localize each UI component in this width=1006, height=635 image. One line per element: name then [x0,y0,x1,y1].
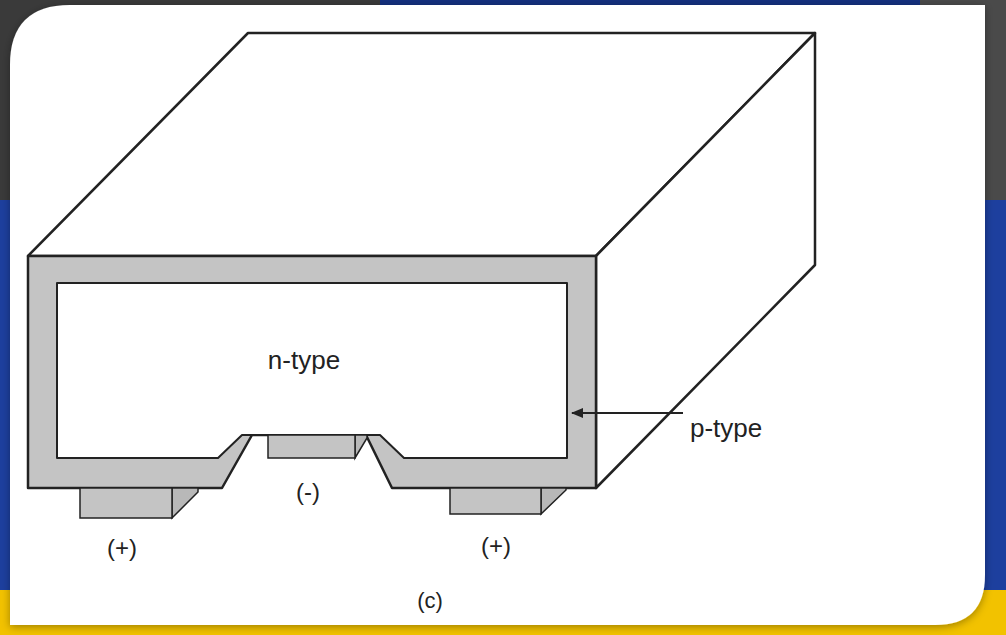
negative-contact [268,435,355,458]
terminal-sign-holder: (-) [296,478,320,506]
p-type-layer [28,256,596,488]
region-label: n-type [57,283,551,375]
n-type-region: n-type [57,283,567,458]
terminal-sign-holder: (+) [107,534,137,562]
region-label-holder: p-type [690,414,762,442]
contact-side [541,488,566,514]
terminal-sign: (-) [296,478,320,506]
n-type-outline [57,283,571,488]
white-card [10,5,985,625]
terminal-sign: (+) [481,532,511,560]
contact-side [172,488,198,518]
positive-contact [80,488,172,518]
region-label: p-type [690,414,762,442]
figure-caption-holder: (c) [417,587,443,615]
terminal-sign-holder: (+) [481,532,511,560]
contact-side [355,435,367,458]
figure-caption: (c) [417,587,443,615]
n-type-area [57,283,567,458]
leader-arrow [572,412,683,414]
terminal-sign: (+) [107,534,137,562]
positive-contact [450,488,541,514]
side-face [596,33,815,488]
